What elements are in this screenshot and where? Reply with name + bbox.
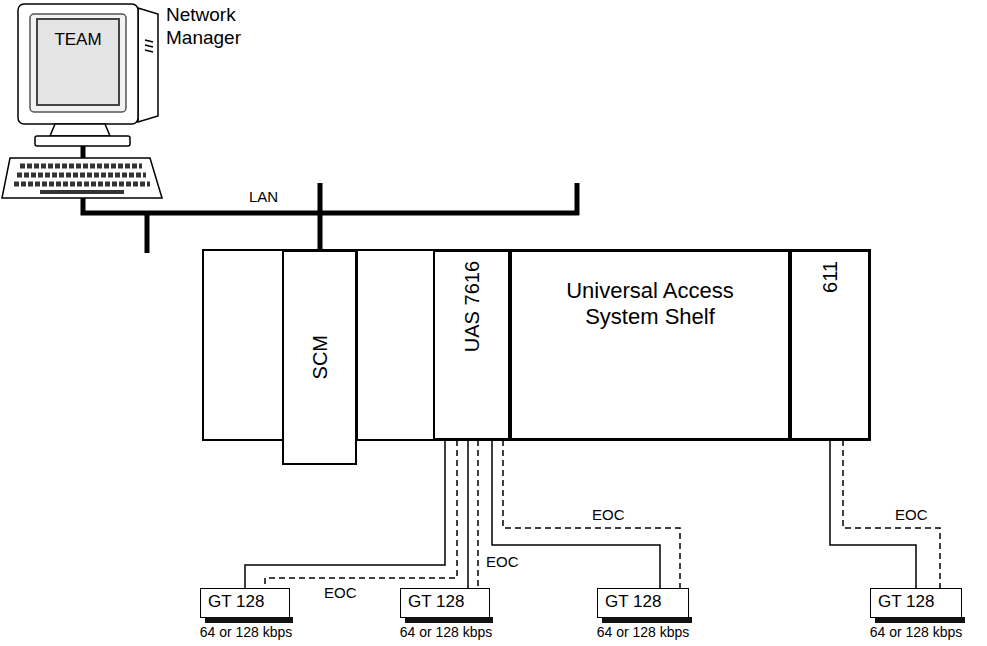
monitor-screen: TEAM: [36, 18, 120, 106]
terminal-base: [405, 617, 493, 623]
eoc-channel: [503, 440, 680, 588]
eoc-channel: [477, 440, 479, 588]
node-label: Universal Access System Shelf: [565, 278, 735, 331]
shelf-panel: Universal Access System Shelf: [510, 250, 790, 440]
terminal-box: GT 12864 or 128 kbps: [200, 588, 290, 618]
terminal-box: GT 12864 or 128 kbps: [870, 588, 962, 618]
channel-label: EOC: [893, 506, 930, 524]
node-label: GT 128: [605, 589, 661, 615]
terminal-base: [875, 617, 965, 623]
eoc-channel: [843, 440, 940, 588]
channel-label: EOC: [484, 553, 521, 571]
rate-label: 64 or 128 kbps: [846, 624, 986, 640]
network-label: LAN: [247, 188, 280, 206]
node-label: SCM: [310, 335, 330, 379]
control-card: SCM: [282, 250, 357, 465]
line-card: UAS 7616: [433, 250, 510, 440]
computer-icon: [2, 4, 162, 198]
node-label: GT 128: [878, 589, 934, 615]
node-label: GT 128: [408, 589, 464, 615]
rate-label: 64 or 128 kbps: [573, 624, 713, 640]
node-label: GT 128: [208, 589, 264, 615]
node-label: TEAM: [54, 30, 101, 50]
node-label: 611: [820, 261, 840, 293]
terminal-box: GT 12864 or 128 kbps: [597, 588, 689, 618]
channel-label: EOC: [322, 584, 359, 602]
rate-label: 64 or 128 kbps: [376, 624, 516, 640]
channel-label: EOC: [590, 506, 627, 524]
line-wire: [467, 440, 469, 588]
terminal-box: GT 12864 or 128 kbps: [400, 588, 490, 618]
line-card: 611: [790, 250, 870, 440]
rate-label: 64 or 128 kbps: [176, 624, 316, 640]
lan-bus: [147, 183, 579, 253]
node-label: UAS 7616: [462, 261, 482, 352]
device-label: Network Manager: [166, 4, 266, 50]
terminal-base: [602, 617, 692, 623]
terminal-base: [205, 617, 293, 623]
